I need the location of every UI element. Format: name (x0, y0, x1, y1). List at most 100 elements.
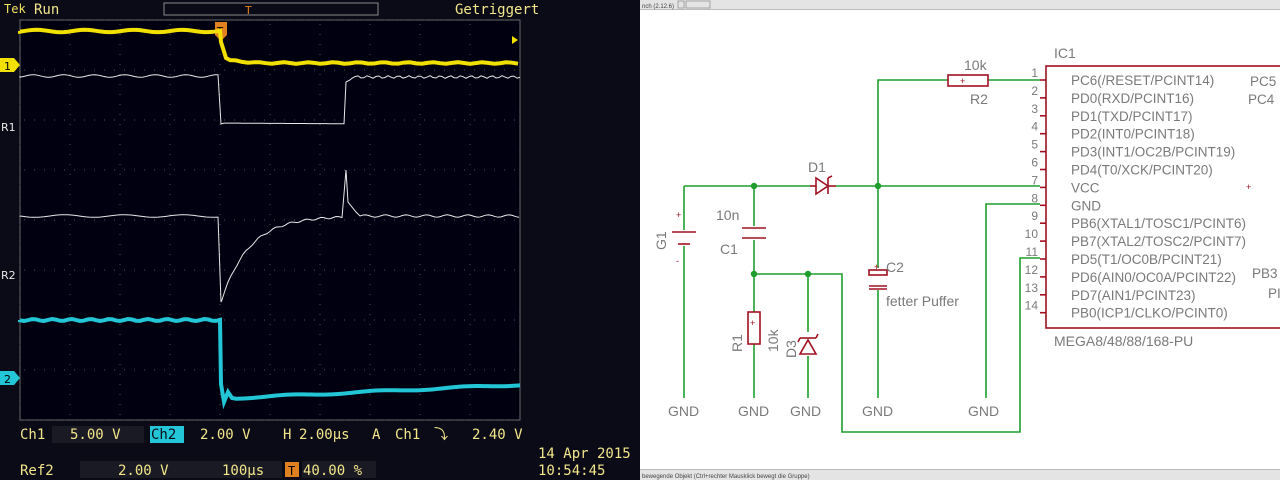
date: 14 Apr 2015 (538, 446, 631, 462)
ic1-part: MEGA8/48/88/168-PU (1054, 333, 1193, 349)
trig-pos-icon: T (288, 464, 295, 478)
ic1-pin-number: 6 (1031, 156, 1038, 170)
gnd-label-g1: GND (668, 403, 699, 419)
c1-name: C1 (720, 241, 738, 257)
ic1-pin-label: PD7(AIN1/PCINT23) (1071, 288, 1196, 303)
bottom-readout: Ch1 5.00 V Ch2 2.00 V H 2.00µs A Ch1 ⤵ 2… (20, 426, 631, 479)
ch2-trace (18, 316, 521, 410)
c1-capacitor[interactable] (742, 227, 766, 239)
ref2-time: 100µs (222, 463, 264, 479)
svg-text:+: + (750, 318, 755, 328)
toolbar-button-icon[interactable] (677, 0, 685, 9)
svg-text:R1: R1 (1, 121, 16, 134)
ch1-marker: 1 (0, 58, 20, 73)
ic1-pin-label: PD1(TXD/PCINT17) (1071, 109, 1193, 124)
r2-value: 10k (964, 57, 988, 73)
oscilloscope-screen: Tek Run T Getriggert 1 R1 R2 2 T (0, 0, 640, 480)
gnd-label-d3: GND (790, 403, 821, 419)
horizontal-label: H (283, 427, 291, 443)
schematic-svg: nch (2.12.6) bewegende Objekt (Ctrl+rech… (640, 0, 1280, 480)
ic1-pin-label: PD4(T0/XCK/PCINT20) (1071, 163, 1213, 178)
d3-name: D3 (783, 340, 799, 358)
ch2-label: Ch2 (151, 427, 176, 443)
trigger-status: Getriggert (455, 2, 539, 18)
d1-name: D1 (808, 159, 826, 175)
ic1-pin-number: 5 (1031, 138, 1038, 152)
ic1-pin-label: PD0(RXD/PCINT16) (1071, 91, 1194, 106)
ref1-trace (19, 74, 521, 125)
c1-value: 10n (716, 207, 739, 223)
ch2-marker: 2 (0, 371, 20, 386)
ic1-pin-number: 1 (1031, 66, 1038, 80)
junction-dots (750, 182, 882, 278)
trigger-edge-icon: ⤵ (434, 427, 448, 443)
gnd-label-c2: GND (862, 403, 893, 419)
parts (672, 65, 1280, 355)
ic1-pin-number: 9 (1031, 209, 1038, 223)
ic1-pin-number: 4 (1031, 120, 1038, 134)
trigger-source: Ch1 (395, 427, 420, 443)
r2-marker: R2 (1, 269, 16, 282)
r2-resistor[interactable] (947, 74, 989, 87)
toolbar[interactable] (640, 0, 1280, 10)
horizontal-scale: 2.00µs (299, 427, 350, 443)
ic1-pin-number: 12 (1025, 263, 1039, 277)
r2-name: R2 (970, 91, 988, 107)
ic1-pin-label: PB7(XTAL2/TOSC2/PCINT7) (1071, 234, 1246, 249)
ref2-label: Ref2 (20, 463, 54, 479)
svg-text:-: - (676, 256, 679, 266)
c2-capacitor[interactable] (868, 269, 888, 290)
ic1-pin-number: 11 (1026, 245, 1039, 259)
graticule (19, 19, 521, 421)
trigger-position: 40.00 % (303, 463, 363, 479)
waveform-traces (18, 27, 521, 410)
ic1-right-label-1: PC5 (1250, 74, 1276, 89)
wires (683, 79, 1040, 433)
ic1-pin-number: 13 (1025, 281, 1039, 295)
ic1-body[interactable] (1045, 65, 1280, 329)
ic1-right-label-2: PC4 (1248, 92, 1275, 107)
g1-battery[interactable] (672, 231, 696, 245)
gnd-label-ic: GND (968, 403, 999, 419)
ic1-pin-number: 3 (1031, 102, 1038, 116)
ic1-pin-label: GND (1071, 198, 1101, 213)
ic1-pin-label: PD3(INT1/OC2B/PCINT19) (1071, 145, 1235, 160)
ic1-pin-label: VCC (1071, 180, 1100, 195)
trigger-level: 2.40 V (472, 427, 523, 443)
ic1-pin-label: PD5(T1/OC0B/PCINT21) (1071, 252, 1222, 267)
trigger-pos-marker-icon: T (244, 4, 252, 17)
ic1-pin-label: PC6(/RESET/PCINT14) (1071, 73, 1214, 88)
r1-name: R1 (729, 334, 745, 352)
d3-diode[interactable] (797, 333, 819, 355)
ic1-pin-label: PD2(INT0/PCINT18) (1071, 127, 1195, 142)
run-status: Run (34, 2, 59, 18)
ic1-pin-number: 10 (1025, 227, 1039, 241)
g1-name: G1 (653, 231, 669, 250)
ic1-pin-number: 2 (1031, 84, 1038, 98)
c2-value: fetter Puffer (886, 293, 959, 309)
ch1-label: Ch1 (20, 427, 45, 443)
time: 10:54:45 (538, 463, 605, 479)
r1-value: 10k (765, 328, 781, 352)
r1-resistor[interactable] (747, 311, 761, 345)
ic1-pin-number: 7 (1031, 173, 1038, 187)
scope-svg: Tek Run T Getriggert 1 R1 R2 2 T (0, 2, 631, 479)
svg-text:+: + (874, 262, 879, 272)
ic1-pin-label: PB6(XTAL1/TOSC1/PCINT6) (1071, 216, 1246, 231)
toolbar-field[interactable] (685, 0, 711, 9)
grid-dots (19, 19, 521, 421)
ic1-right-label-3: PB3 (1252, 266, 1278, 281)
c2-name: C2 (886, 259, 904, 275)
ic1-pin-number: 14 (1025, 299, 1039, 313)
ic1-pin-label: PB0(ICP1/CLKO/PCINT0) (1071, 306, 1228, 321)
ic1-pin-label: PD6(AIN0/OC0A/PCINT22) (1071, 270, 1236, 285)
ic1-pin-number: 8 (1031, 191, 1038, 205)
ref2-trace (19, 169, 520, 303)
svg-text:+: + (676, 210, 681, 220)
svg-text:2: 2 (4, 373, 11, 386)
gnd-label-r1: GND (738, 403, 769, 419)
record-position-bar (163, 2, 379, 16)
d1-diode[interactable] (810, 175, 836, 196)
acquire-label: A (372, 427, 381, 443)
